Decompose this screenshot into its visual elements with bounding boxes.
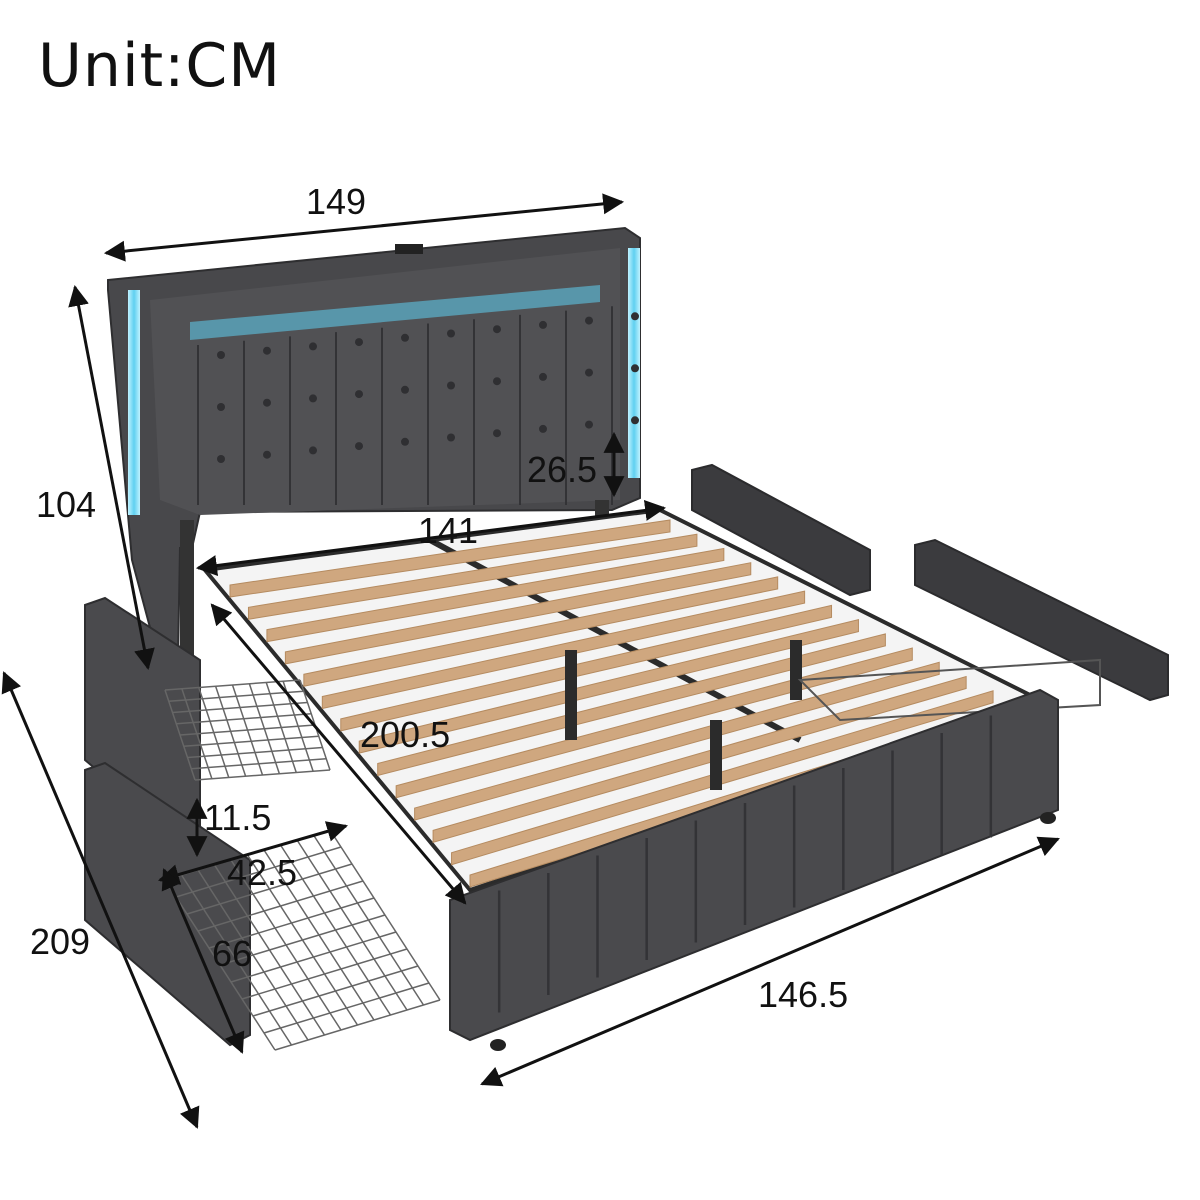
dim-label-drawer-depth: 66 xyxy=(212,933,253,974)
right-side-rail xyxy=(691,463,1169,722)
dim-line-200-5 xyxy=(210,603,467,905)
led-strip-top xyxy=(190,285,600,340)
dim-label-headboard-gap: 26.5 xyxy=(527,449,598,490)
dimension-lines xyxy=(1,193,1060,1129)
led-strip-left xyxy=(128,290,140,515)
usb-outlet xyxy=(395,244,423,254)
unit-title: Unit:CM xyxy=(38,31,282,101)
dim-line-149 xyxy=(103,193,625,262)
dim-line-146-5 xyxy=(480,836,1060,1087)
dim-label-drawer-width: 42.5 xyxy=(227,852,298,893)
dim-line-209 xyxy=(1,671,200,1129)
drawer-front-right xyxy=(914,538,1169,702)
dim-label-inner-length: 200.5 xyxy=(360,714,451,755)
dim-label-headboard-height: 104 xyxy=(36,484,97,525)
dim-label-drawer-height: 11.5 xyxy=(204,797,272,838)
dim-line-141 xyxy=(195,499,667,577)
dim-label-footboard-width: 146.5 xyxy=(758,974,849,1015)
dim-label-inner-width: 141 xyxy=(418,510,479,551)
led-strip-right xyxy=(628,248,640,478)
dim-label-headboard-width: 149 xyxy=(306,181,367,222)
dim-label-overall-length: 209 xyxy=(30,921,91,962)
dim-line-104 xyxy=(68,284,155,671)
